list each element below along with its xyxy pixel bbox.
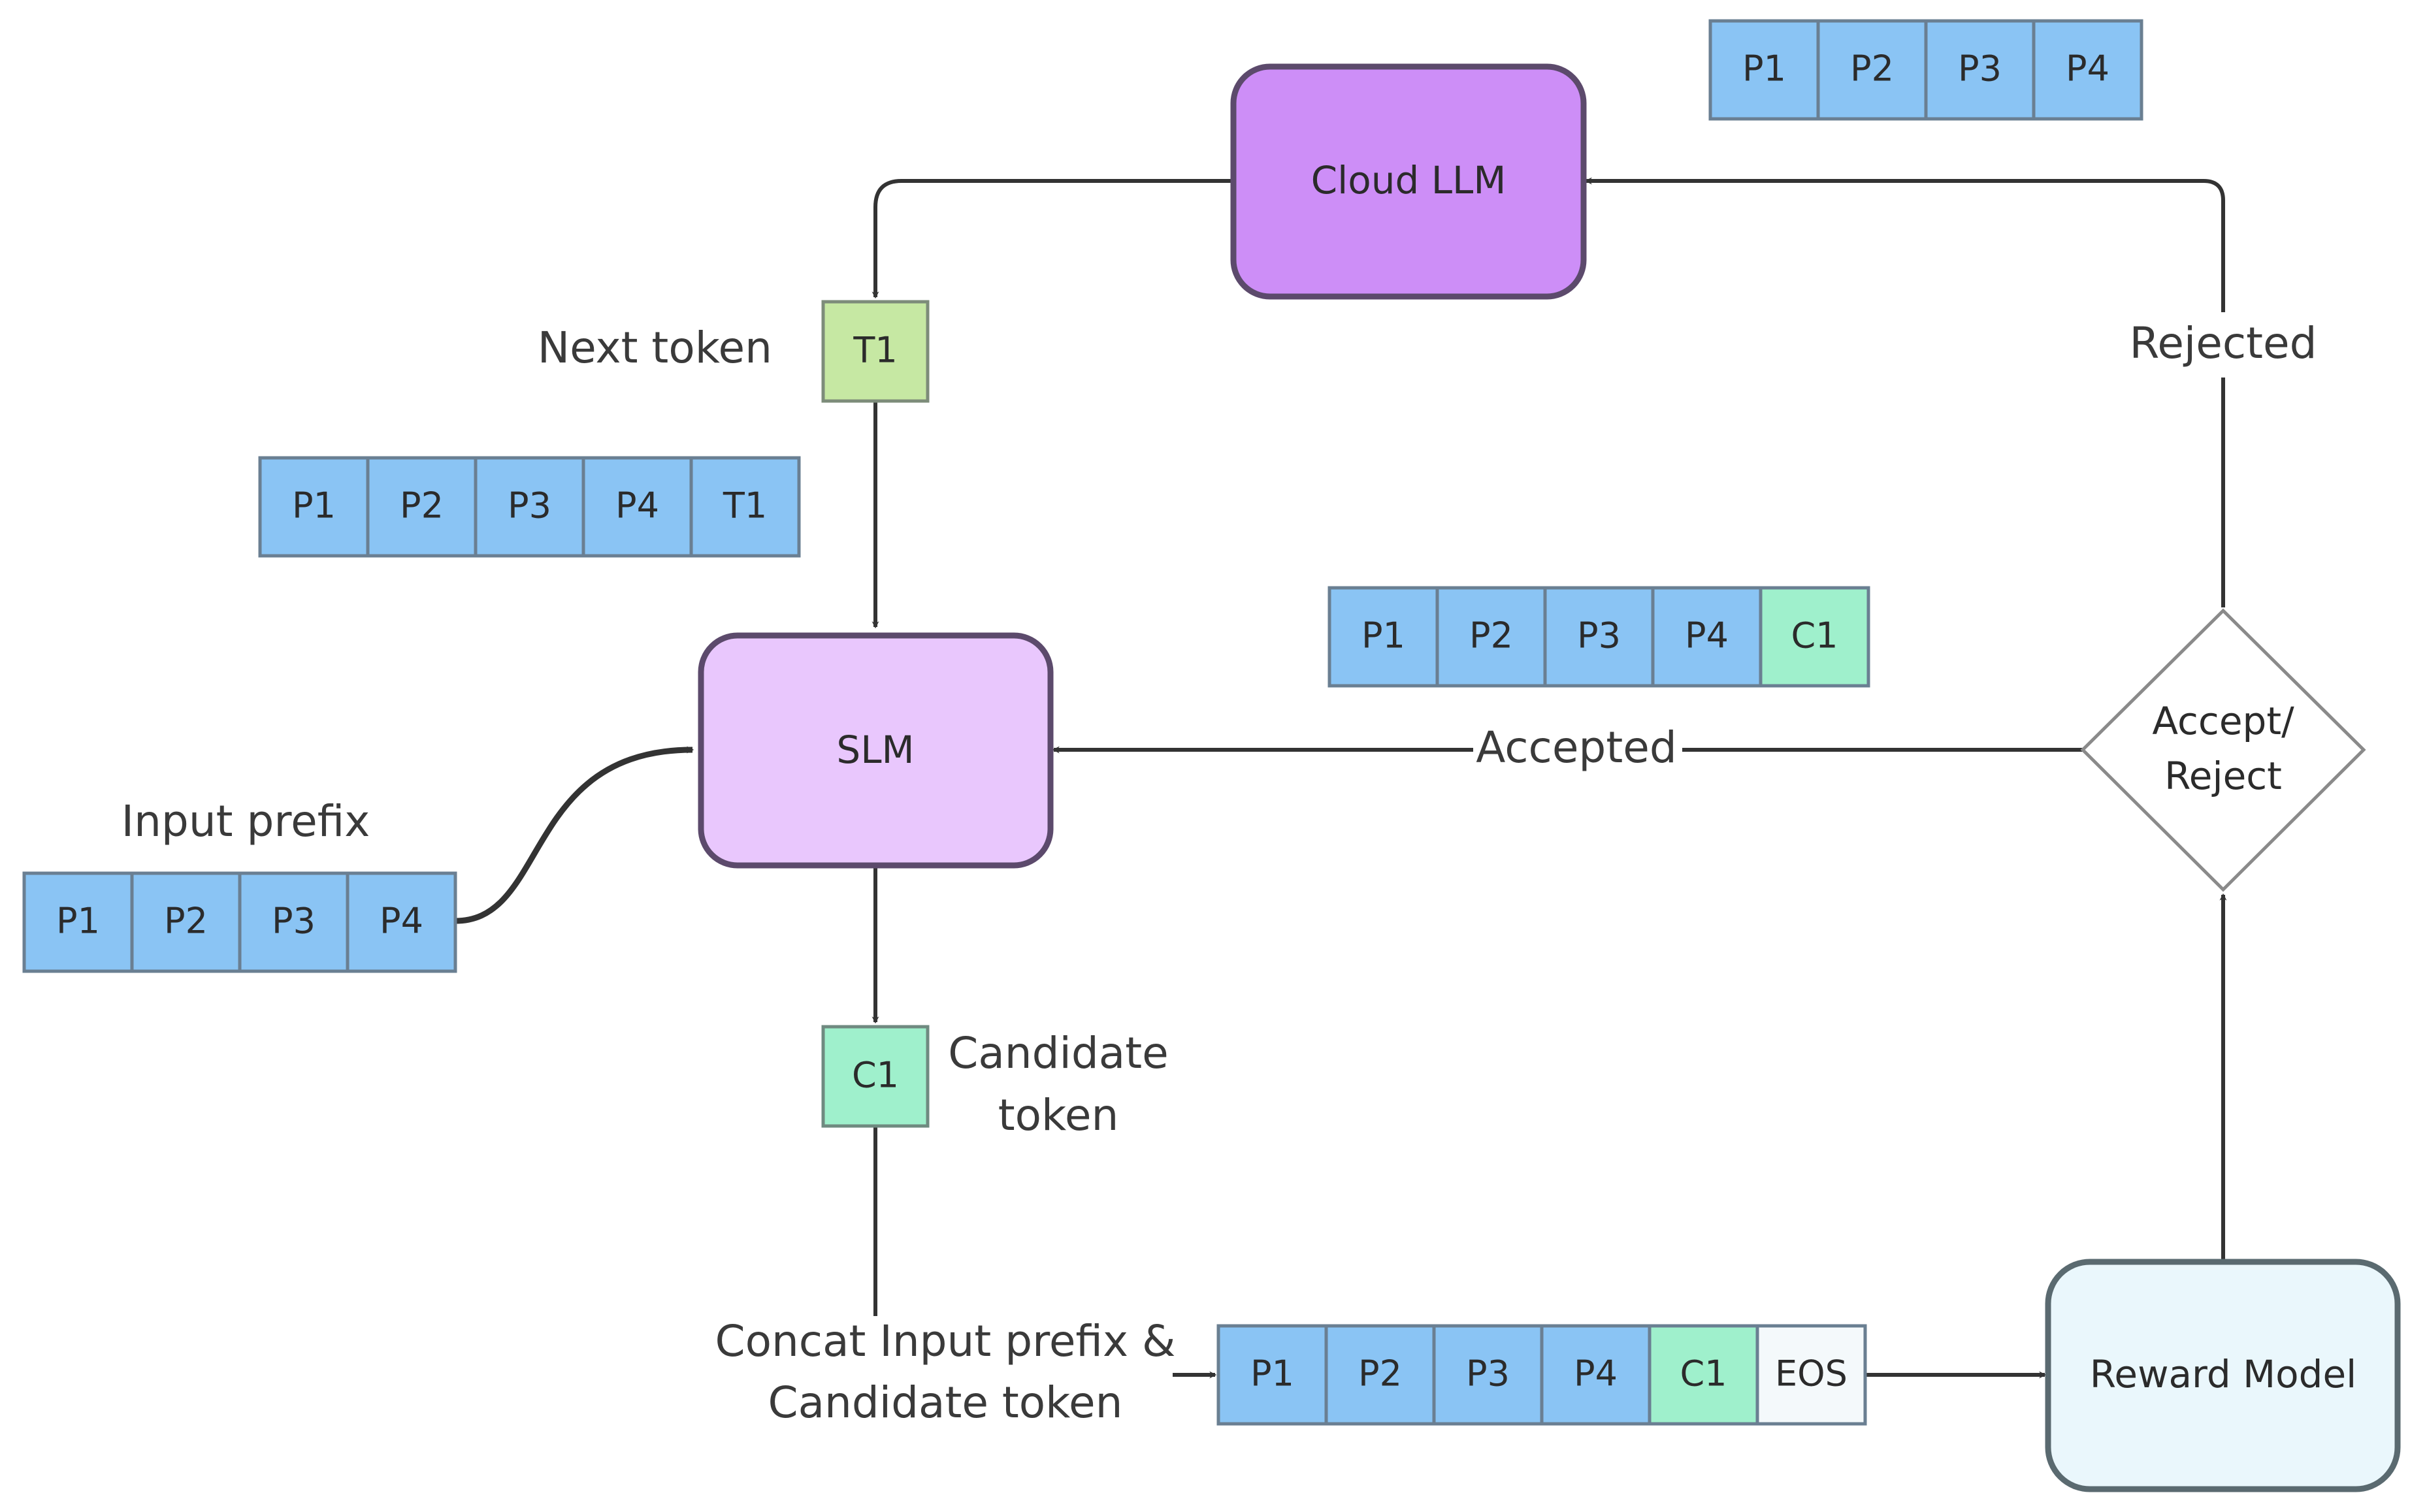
decision-label-line-1: Accept/ xyxy=(2152,699,2294,743)
next-sequence-cell-2: P2 xyxy=(366,456,478,558)
concat-sequence-cell-2-label: P2 xyxy=(1358,1353,1402,1394)
rejected-label-background xyxy=(2133,312,2313,378)
concat-sequence-cell-4-label: P4 xyxy=(1574,1353,1618,1394)
accepted-caption: Accepted xyxy=(1476,722,1676,773)
cloud-sequence-cell-4-label: P4 xyxy=(2066,48,2109,89)
cloud-sequence-cell-3: P3 xyxy=(1924,19,2036,121)
concat-sequence-cell-6: EOS xyxy=(1755,1324,1867,1426)
accepted-sequence-cell-3-label: P3 xyxy=(1577,615,1621,656)
accepted-sequence-cell-1-label: P1 xyxy=(1361,615,1405,656)
concat-sequence-cell-4: P4 xyxy=(1540,1324,1652,1426)
concat-sequence-cell-2: P2 xyxy=(1324,1324,1436,1426)
slm-label: SLM xyxy=(836,728,914,772)
concat-sequence-cell-3-label: P3 xyxy=(1466,1353,1510,1394)
reward-model-label: Reward Model xyxy=(2090,1352,2357,1396)
concat-sequence-cell-3: P3 xyxy=(1432,1324,1544,1426)
accepted-sequence: P1 P2 P3 P4 C1 xyxy=(1327,586,1870,688)
concat-sequence-cell-6-label: EOS xyxy=(1775,1353,1848,1394)
accepted-sequence-cell-4-label: P4 xyxy=(1685,615,1729,656)
accepted-sequence-cell-5-label: C1 xyxy=(1791,615,1838,656)
rejected-caption: Rejected xyxy=(2129,318,2317,368)
input-prefix-cell-2: P2 xyxy=(130,871,242,973)
input-prefix-cell-4-label: P4 xyxy=(380,901,423,942)
next-sequence-cell-5: T1 xyxy=(689,456,801,558)
decision-label-line-2: Reject xyxy=(2164,754,2282,798)
concat-sequence: P1 P2 P3 P4 C1 EOS xyxy=(1216,1324,1867,1426)
edge-input-prefix-to-slm xyxy=(455,746,694,924)
cloud-sequence-cell-4: P4 xyxy=(2032,19,2143,121)
accepted-sequence-cell-1: P1 xyxy=(1327,586,1439,688)
next-sequence-cell-5-label: T1 xyxy=(723,485,767,526)
edge-cloud-llm-to-next-token xyxy=(871,179,1233,299)
next-sequence-cell-2-label: P2 xyxy=(400,485,444,526)
accepted-label-background xyxy=(1473,717,1682,782)
next-sequence-cell-1-label: P1 xyxy=(292,485,336,526)
input-prefix-cell-4: P4 xyxy=(346,871,457,973)
candidate-token-text: C1 xyxy=(852,1055,899,1096)
slm-node: SLM xyxy=(698,632,1054,869)
input-prefix-cell-1: P1 xyxy=(22,871,134,973)
concat-sequence-cell-5-label: C1 xyxy=(1680,1353,1727,1394)
reward-model-node: Reward Model xyxy=(2045,1259,2401,1492)
accepted-sequence-cell-2-label: P2 xyxy=(1469,615,1513,656)
concat-sequence-cell-5: C1 xyxy=(1648,1324,1759,1426)
accepted-sequence-cell-5: C1 xyxy=(1759,586,1870,688)
next-sequence-cell-3-label: P3 xyxy=(508,485,551,526)
next-token-cell: T1 xyxy=(821,300,930,403)
cloud-sequence-cell-1: P1 xyxy=(1708,19,1820,121)
cloud-llm-label: Cloud LLM xyxy=(1311,158,1506,202)
input-prefix-sequence: P1 P2 P3 P4 xyxy=(22,871,457,973)
input-prefix-cell-1-label: P1 xyxy=(56,901,100,942)
candidate-token-cell: C1 xyxy=(821,1025,930,1128)
accept-reject-decision: Accept/ Reject xyxy=(2080,608,2366,892)
cloud-sequence-cell-2: P2 xyxy=(1816,19,1928,121)
cloud-sequence-cell-3-label: P3 xyxy=(1958,48,2002,89)
cloud-llm-node: Cloud LLM xyxy=(1230,63,1587,300)
next-sequence-cell-4: P4 xyxy=(581,456,693,558)
concat-sequence-cell-1-label: P1 xyxy=(1250,1353,1294,1394)
next-sequence-cell-1: P1 xyxy=(258,456,370,558)
concat-caption-line-1: Concat Input prefix & xyxy=(715,1316,1175,1366)
input-prefix-caption: Input prefix xyxy=(122,796,370,846)
accepted-sequence-cell-2: P2 xyxy=(1435,586,1547,688)
cloud-llm-sequence: P1 P2 P3 P4 xyxy=(1708,19,2143,121)
input-prefix-cell-3-label: P3 xyxy=(272,901,316,942)
accepted-sequence-cell-4: P4 xyxy=(1651,586,1763,688)
concat-caption-line-2: Candidate token xyxy=(768,1377,1123,1428)
cloud-sequence-cell-2-label: P2 xyxy=(1850,48,1894,89)
next-token-caption: Next token xyxy=(538,323,772,373)
cloud-sequence-cell-1-label: P1 xyxy=(1742,48,1786,89)
candidate-token-caption-line-1: Candidate xyxy=(948,1028,1168,1078)
candidate-token-caption-line-2: token xyxy=(998,1090,1119,1140)
input-prefix-cell-2-label: P2 xyxy=(164,901,208,942)
edge-decision-to-cloud-llm xyxy=(1584,177,2225,607)
accepted-sequence-cell-3: P3 xyxy=(1543,586,1655,688)
next-sequence-cell-4-label: P4 xyxy=(615,485,659,526)
next-token-sequence: P1 P2 P3 P4 T1 xyxy=(258,456,801,558)
next-sequence-cell-3: P3 xyxy=(474,456,585,558)
concat-sequence-cell-1: P1 xyxy=(1216,1324,1328,1426)
input-prefix-cell-3: P3 xyxy=(238,871,350,973)
next-token-text: T1 xyxy=(853,330,897,371)
